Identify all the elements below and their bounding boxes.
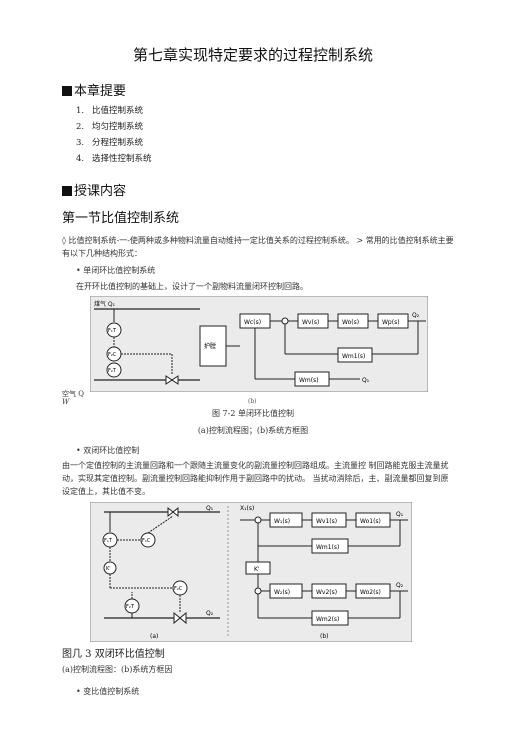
input-x1-label: X₁(s) <box>240 505 254 512</box>
input-q1-label: Q₁ <box>362 377 370 384</box>
bullet-single-loop-text: 在开环比值控制的基础上，设计了一个副物料流量闭环控制回路。 <box>76 282 308 291</box>
output-q2-label: Q₂ <box>412 312 420 319</box>
block-w2-label: W₂(s) <box>274 589 290 596</box>
block-wo-label: Wo(s) <box>342 319 359 326</box>
block-wm1 <box>337 347 373 363</box>
fig2-subcaption: (a)控制流程图：(b)系统方框因 <box>62 665 173 674</box>
block-wm2-label: Wm2(s) <box>316 616 339 623</box>
section-content-text: 授课内容 <box>74 184 127 199</box>
furnace-label: 护膛 <box>204 342 216 350</box>
block-wo2-label: Wo2(s) <box>360 589 381 596</box>
output-bottom-label: Q₂ <box>396 582 404 589</box>
block-wv-label: Wv(s) <box>302 319 319 326</box>
fig1-left-label-air: 空气 Q <box>62 390 84 398</box>
f1t-label: F₁T <box>108 328 117 334</box>
block-k-label: K' <box>254 566 260 573</box>
bullet-double-loop-text: 由一个定值控制的主流量回路和一个跟随主流量变化的副流量控制回路组成。主流量控 制… <box>62 461 449 496</box>
bullet-double-loop: • 双闭环比值控制 <box>76 446 140 455</box>
block-wm1-label: Wm1(s) <box>342 353 365 360</box>
label-gas-q1: 煤气 Q₁ <box>94 300 116 308</box>
toc-item: 1.比值控制系统 <box>76 106 144 116</box>
block-w1-label: W₁(s) <box>274 518 290 525</box>
figure-single-loop-diagram: 煤气 Q₁ F₁T F₂C F₂T 护膛 Wc(s) Wv(s) Wo(s) W… <box>90 296 428 392</box>
fig1-subcaption: (a)控制流程图；(b)系统方框图 <box>197 426 309 435</box>
summing-junction <box>281 317 289 325</box>
section-heading-content: 授课内容 <box>62 180 126 199</box>
f2t-label: F₂T <box>126 604 135 610</box>
f2c-label: F₂C <box>174 586 183 592</box>
f1c-label: F₁C <box>142 538 151 544</box>
figure-background <box>90 296 428 392</box>
figure-double-loop-diagram: Q₁ F₁T F₁C K' F₂C F₂T Q₂ (a) X₁(s) W₁(s)… <box>90 502 412 642</box>
valve-bottom-icon <box>173 611 187 625</box>
section-summary-text: 本章提要 <box>74 84 127 99</box>
bullet-single-loop: • 单闭环比值控制系统 <box>76 266 156 275</box>
block-wc-label: Wc(s) <box>244 319 261 326</box>
bullet-variable-ratio: • 变比值控制系统 <box>76 687 140 696</box>
f2c-label: F₂C <box>108 352 117 358</box>
toc-item: 2.均匀控制系统 <box>76 122 144 132</box>
intro-paragraph: ◊ 比值控制系统-一-使两种或多种物料流量自动维持一定比值关系的过程控制系统。 … <box>62 236 454 258</box>
fig1-caption: 图 7-2 单闭环比值控制 <box>212 409 294 418</box>
square-bullet-icon <box>62 86 72 96</box>
summing-junction-top <box>254 516 262 524</box>
label-q2: Q₂ <box>206 610 214 617</box>
block-wv2-label: Wv2(s) <box>316 589 337 596</box>
square-bullet-icon <box>62 186 72 196</box>
block-wp-label: Wp(s) <box>382 319 400 326</box>
toc-item: 4.选择性控制系统 <box>76 154 152 164</box>
section-heading-summary: 本章提要 <box>62 80 126 99</box>
label-q1: Q₁ <box>206 505 214 512</box>
k-label: K' <box>106 566 111 572</box>
fig2-caption: 图几 3 双闭环比值控制 <box>62 649 165 660</box>
furnace-block <box>199 325 227 367</box>
output-top-label: Q₁ <box>396 511 404 518</box>
page-title: 第七章实现特定要求的过程控制系统 <box>132 46 373 64</box>
fig1-left-label-w: W <box>62 398 70 406</box>
toc-item: 3.分程控制系统 <box>76 138 144 148</box>
f1t-label: F₁T <box>104 538 113 544</box>
block-wm-label: Wm(s) <box>299 377 319 384</box>
label-a: (a) <box>150 633 158 640</box>
fig1-small-b: (b) <box>248 398 257 405</box>
f2t-instrument <box>106 362 122 378</box>
subsection-title: 第一节比值控制系统 <box>62 211 180 226</box>
summing-junction-bottom <box>254 587 262 595</box>
label-b: (b) <box>320 633 329 640</box>
valve-top-icon <box>167 506 179 518</box>
control-valve-icon <box>165 375 179 385</box>
f2t-label: F₂T <box>108 368 117 374</box>
block-wo1-label: Wo1(s) <box>360 518 381 525</box>
block-wm1-label: Wm1(s) <box>316 544 339 551</box>
chapter-toc: 1.比值控制系统 2.均匀控制系统 3.分程控制系统 4.选择性控制系统 <box>76 103 152 167</box>
block-wv1-label: Wv1(s) <box>316 518 337 525</box>
